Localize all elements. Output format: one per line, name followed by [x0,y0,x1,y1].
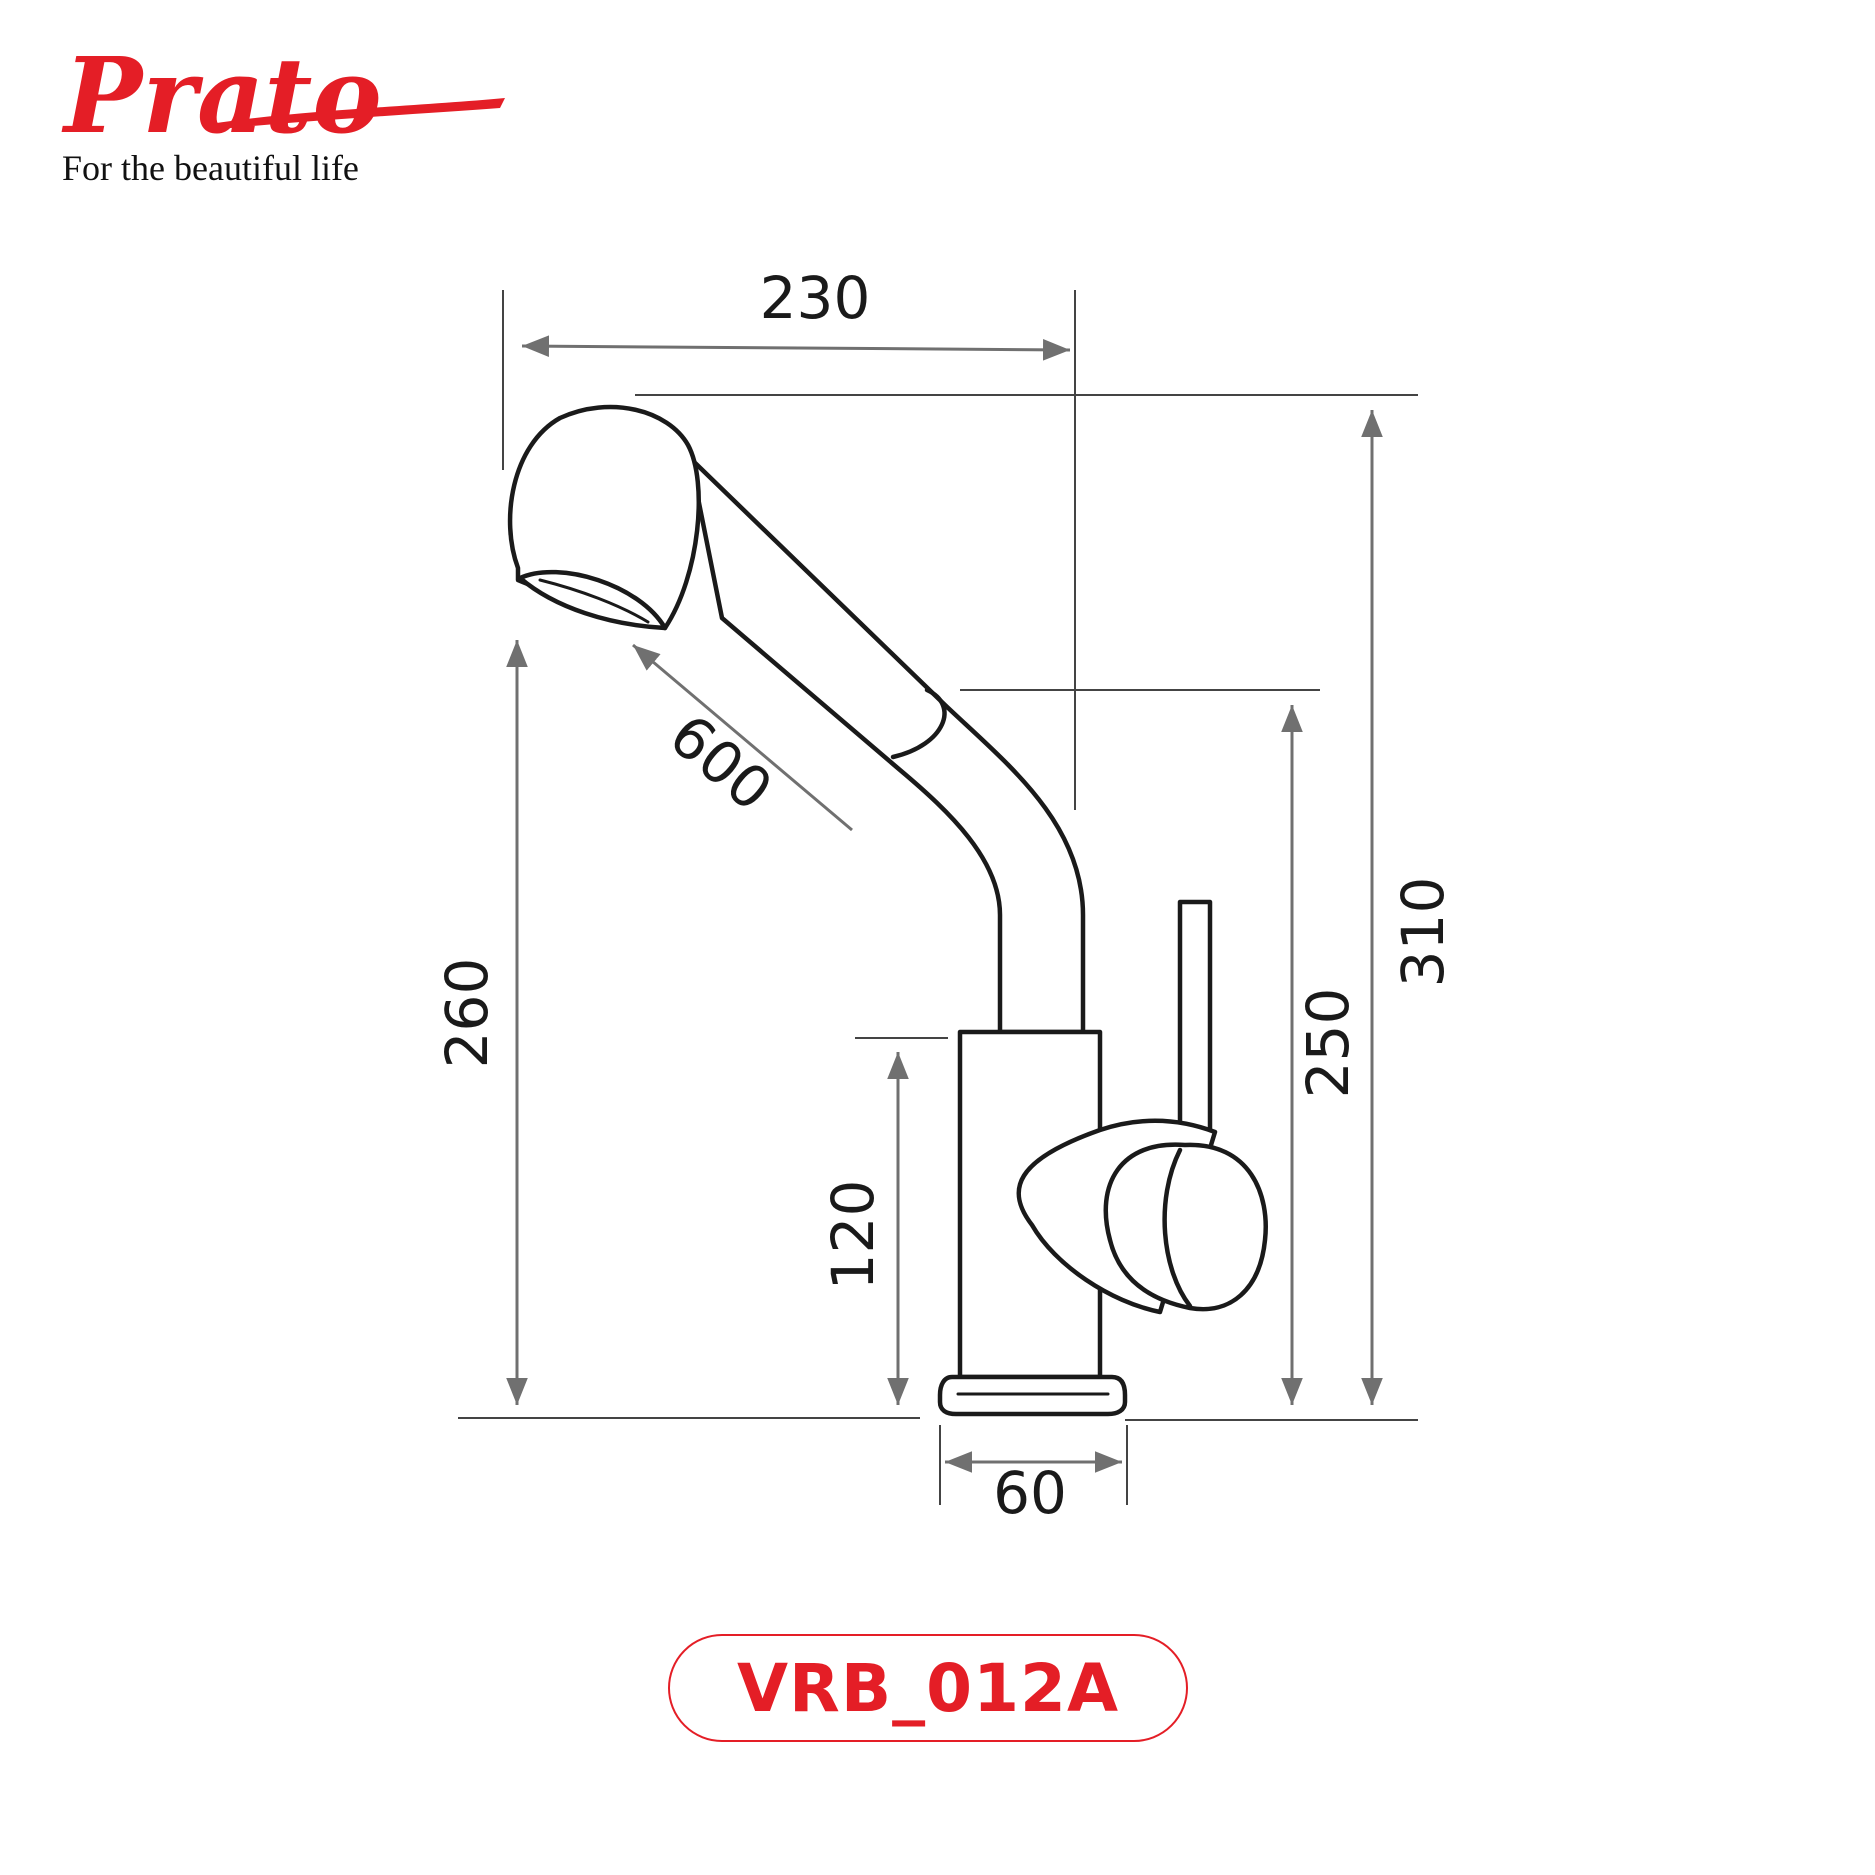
dim-line-230 [521,335,1071,361]
brand-tagline: For the beautiful life [62,148,359,188]
spray-head-face [517,569,668,631]
faucet-outline [507,404,1268,1417]
extension-lines [458,290,1418,1505]
dimension-lines [506,335,1383,1473]
dim-label-600: 600 [657,701,786,824]
dim-label-120: 120 [819,1180,887,1291]
spout-hose [687,455,1086,1035]
dim-label-250: 250 [1294,988,1362,1099]
dim-label-310: 310 [1389,877,1457,988]
dim-label-60: 60 [993,1459,1067,1527]
dim-label-260: 260 [433,958,501,1069]
logo-swoosh [210,98,505,130]
lever-rod [1177,899,1213,1155]
model-code: VRB_012A [736,1649,1120,1727]
model-badge: VRB_012A [668,1634,1188,1742]
brand-logo: Prato For the beautiful life [61,40,505,188]
handle-knob [1103,1142,1268,1312]
dim-line-600 [632,643,853,832]
dim-label-230: 230 [760,264,871,332]
brand-name: Prato [61,40,382,157]
hose-ring [890,687,947,760]
